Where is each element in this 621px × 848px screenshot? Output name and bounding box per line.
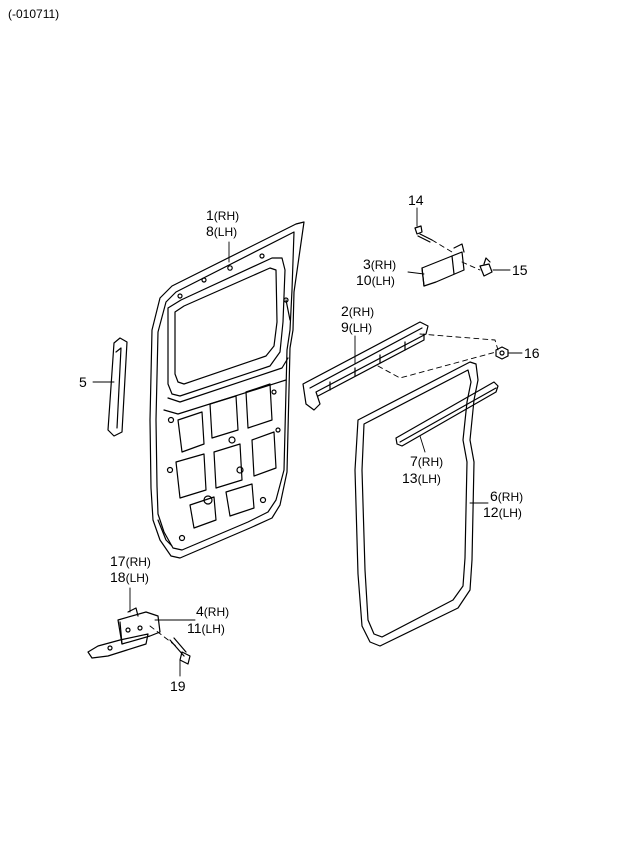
callout-10: 10(LH) xyxy=(356,272,395,288)
dashed-assembly-lines xyxy=(149,221,499,647)
callout-18: 18(LH) xyxy=(110,569,149,585)
bolt-14 xyxy=(414,225,433,243)
callout-3: 3(RH) xyxy=(363,256,397,272)
callout-6: 6(RH) xyxy=(490,488,524,504)
part-4-hinge xyxy=(87,607,161,659)
door-panel xyxy=(149,221,305,559)
callout-15: 15 xyxy=(512,262,528,278)
callout-9: 9(LH) xyxy=(341,319,373,335)
part-5-moulding xyxy=(107,337,128,437)
callout-7: 7(RH) xyxy=(410,453,444,469)
callout-11: 11(LH) xyxy=(187,620,225,636)
callout-17: 17(RH) xyxy=(110,553,151,569)
part-2-channel xyxy=(302,321,429,411)
callout-2: 2(RH) xyxy=(341,303,375,319)
part-3-bracket xyxy=(421,243,465,287)
callout-16: 16 xyxy=(524,345,540,361)
callout-13: 13(LH) xyxy=(402,470,441,486)
leader-lines xyxy=(92,207,523,677)
part-7-beltstrip xyxy=(395,381,499,447)
part-6-weatherstrip xyxy=(354,361,479,647)
diagram-code: (-010711) xyxy=(8,7,60,21)
callout-19: 19 xyxy=(170,678,186,694)
clip-15 xyxy=(479,257,493,277)
callout-12: 12(LH) xyxy=(483,504,522,520)
callout-14: 14 xyxy=(408,192,424,208)
callout-4: 4(RH) xyxy=(196,603,230,619)
callout-8: 8(LH) xyxy=(206,223,238,239)
callout-1: 1(RH) xyxy=(206,207,240,223)
callout-5: 5 xyxy=(79,374,87,390)
nut-16 xyxy=(495,346,509,360)
